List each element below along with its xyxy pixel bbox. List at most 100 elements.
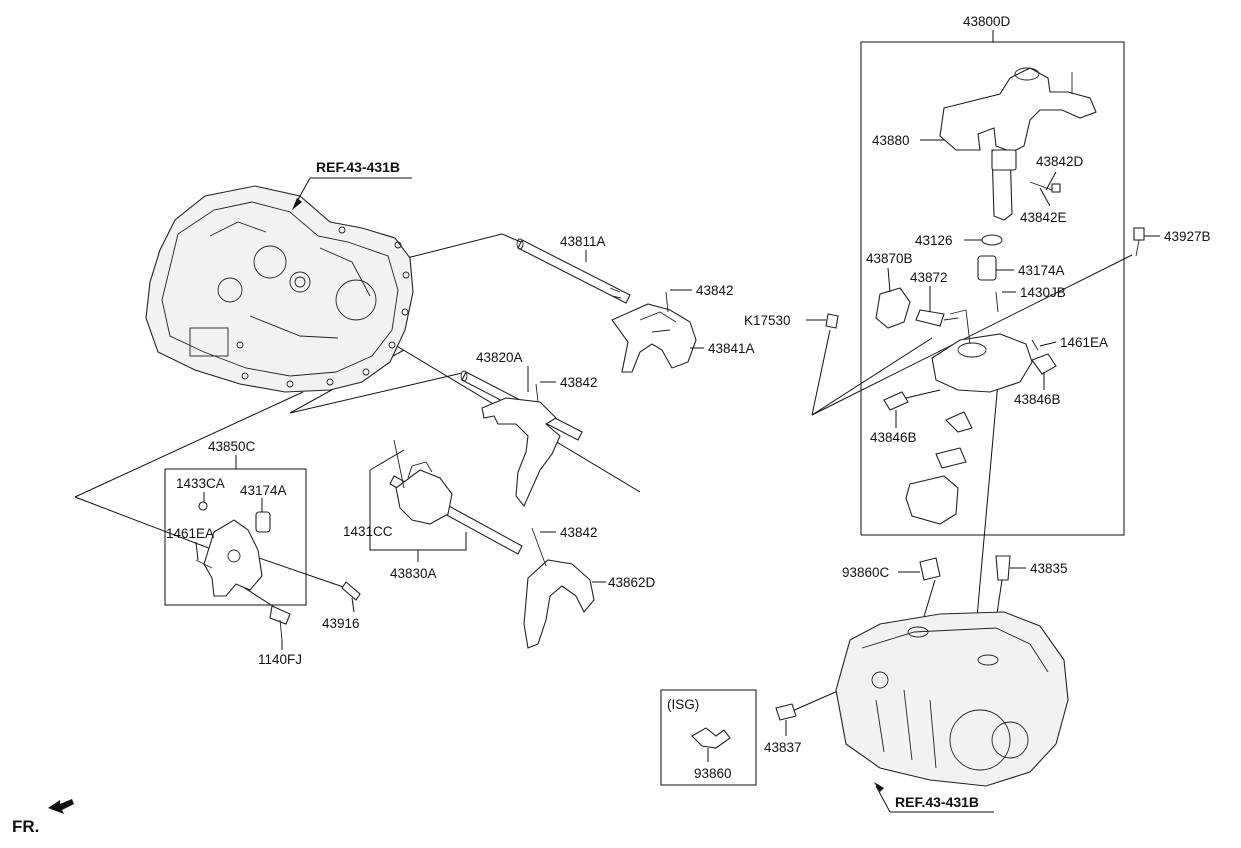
line-case-d bbox=[789, 689, 841, 713]
label-43872: 43872 bbox=[910, 270, 948, 285]
housing-bearing-boss bbox=[335, 279, 377, 321]
label-43837: 43837 bbox=[764, 740, 802, 755]
label-43820A: 43820A bbox=[476, 350, 523, 365]
label-43126: 43126 bbox=[915, 233, 953, 248]
label-leaders bbox=[195, 139, 1160, 762]
switch-43870B bbox=[875, 287, 911, 329]
ref-label-top: REF.43-431B bbox=[316, 159, 400, 175]
frame-ISG bbox=[660, 689, 757, 786]
bolt-43927B bbox=[1133, 227, 1145, 241]
leader-43916 bbox=[351, 597, 355, 613]
housing-rail-bore bbox=[289, 271, 311, 293]
label-43841A: 43841A bbox=[708, 341, 755, 356]
bolt-43916 bbox=[341, 581, 361, 601]
leader-1461EA-left bbox=[195, 541, 199, 561]
bolt-K17530 bbox=[825, 313, 839, 329]
transmission-case-lower bbox=[775, 555, 1069, 813]
sensor-93860C bbox=[919, 557, 941, 581]
case-lower-bore-1 bbox=[949, 709, 1011, 771]
rail-43811A bbox=[517, 239, 631, 304]
label-43842-c: 43842 bbox=[560, 525, 598, 540]
part-43850C bbox=[195, 501, 361, 641]
fork-43820A bbox=[481, 397, 561, 508]
label-1140FJ: 1140FJ bbox=[258, 652, 302, 667]
case-lower-bore-2 bbox=[991, 721, 1029, 759]
label-ISG: (ISG) bbox=[667, 697, 699, 712]
key-43842D bbox=[1051, 183, 1061, 193]
transmission-housing-upper bbox=[145, 177, 414, 393]
line-body-b bbox=[811, 254, 1133, 416]
label-43862D: 43862D bbox=[608, 575, 656, 590]
case-lower-ribs bbox=[875, 689, 937, 769]
line-body-c bbox=[811, 329, 831, 416]
label-43800D: 43800D bbox=[963, 14, 1011, 29]
ring-43126 bbox=[981, 234, 1003, 246]
bolt-1433CA bbox=[198, 501, 208, 511]
label-93860: 93860 bbox=[694, 766, 732, 781]
housing-rail-bore-inner bbox=[294, 276, 306, 288]
leader-1461EA-top bbox=[1039, 341, 1057, 347]
bolt-1140FJ-shank bbox=[279, 619, 283, 641]
plug-43837 bbox=[775, 703, 797, 721]
lever-43880-boss bbox=[1014, 67, 1040, 81]
housing-bolt-holes bbox=[236, 226, 410, 388]
plug-43835 bbox=[995, 555, 1011, 581]
plug-43846B-left bbox=[883, 391, 909, 411]
leader-43846B-left-b bbox=[905, 389, 941, 399]
label-43850C: 43850C bbox=[208, 439, 256, 454]
housing-43800D-bore bbox=[957, 342, 987, 358]
leader-43842D bbox=[1045, 171, 1057, 191]
frames bbox=[164, 30, 1125, 786]
housing-ribs bbox=[209, 221, 371, 339]
fork-43862D bbox=[523, 559, 595, 649]
shaft-43880-collar bbox=[991, 149, 1017, 171]
pin-43872 bbox=[915, 309, 945, 327]
frame-43800D bbox=[860, 41, 1125, 536]
pin-43842-a bbox=[665, 291, 669, 313]
label-1461EA-left: 1461EA bbox=[166, 526, 214, 541]
spring-coil bbox=[935, 447, 967, 469]
pin-43842E bbox=[1029, 181, 1053, 191]
housing-upper-body bbox=[145, 185, 414, 393]
label-1433CA: 1433CA bbox=[176, 476, 225, 491]
case-lower-hole-a bbox=[907, 626, 929, 638]
rail-43820A-end bbox=[460, 370, 468, 382]
label-43842-a: 43842 bbox=[696, 283, 734, 298]
pin-1430JB bbox=[995, 291, 999, 313]
case-lower-top-rim bbox=[861, 627, 1049, 673]
case-lower-body bbox=[835, 611, 1069, 787]
ref-bottom-arrow-line bbox=[875, 785, 891, 813]
plane-43830A bbox=[289, 372, 463, 414]
label-43174A-left: 43174A bbox=[240, 483, 287, 498]
ref-label-bottom: REF.43-431B bbox=[895, 794, 979, 810]
lug-43830A bbox=[395, 469, 453, 525]
lever-43850C bbox=[203, 519, 263, 597]
sleeve-43174A-top bbox=[977, 255, 997, 281]
label-1430JB: 1430JB bbox=[1020, 285, 1066, 300]
housing-43800D bbox=[931, 333, 1033, 393]
line-body-a bbox=[811, 337, 933, 416]
leader-1431CC-a bbox=[369, 449, 405, 471]
housing-boss bbox=[253, 245, 287, 279]
part-43820A-rail-fork bbox=[460, 370, 583, 508]
pin-43842-c bbox=[531, 527, 547, 567]
leader-43870B bbox=[887, 267, 891, 293]
lug-43841A-detail bbox=[639, 311, 677, 333]
label-43842-b: 43842 bbox=[560, 375, 598, 390]
label-43842E: 43842E bbox=[1020, 210, 1067, 225]
line-case-a bbox=[974, 381, 999, 641]
pin-1431CC bbox=[393, 439, 405, 489]
front-arrow-icon bbox=[48, 799, 74, 814]
housing-upper-window bbox=[189, 327, 229, 357]
label-43830A: 43830A bbox=[390, 566, 437, 581]
label-43880: 43880 bbox=[872, 133, 910, 148]
label-43811A: 43811A bbox=[560, 234, 606, 249]
sensor-93860 bbox=[691, 727, 731, 749]
label-43835: 43835 bbox=[1030, 561, 1068, 576]
plug-43846B-right bbox=[1031, 353, 1057, 375]
label-K17530: K17530 bbox=[744, 313, 791, 328]
detent-plate bbox=[945, 411, 973, 433]
housing-boss-2 bbox=[217, 277, 243, 303]
label-43842D: 43842D bbox=[1036, 154, 1084, 169]
label-43174A-top: 43174A bbox=[1018, 263, 1065, 278]
